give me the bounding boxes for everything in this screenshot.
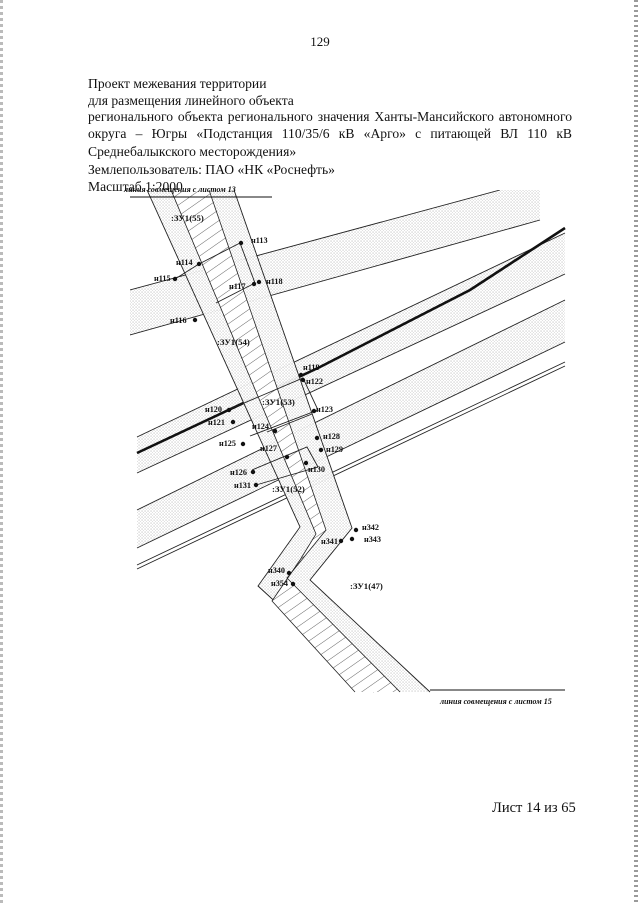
svg-text:н119: н119	[303, 363, 320, 372]
point-n341	[338, 538, 344, 544]
svg-text:н343: н343	[364, 535, 381, 544]
svg-text:н342: н342	[362, 523, 379, 532]
point-n129	[318, 447, 324, 453]
survey-points	[172, 240, 359, 587]
point-n121	[230, 419, 236, 425]
point-n128	[314, 435, 320, 441]
svg-text:н117: н117	[229, 282, 246, 291]
svg-text:н126: н126	[230, 468, 247, 477]
svg-text:н114: н114	[176, 258, 193, 267]
point-n127	[284, 454, 290, 460]
point-n119	[298, 372, 304, 378]
scan-edge-left	[0, 0, 3, 905]
point-n343	[349, 536, 355, 542]
title-line-3: регионального объекта регионального знач…	[88, 109, 572, 124]
double-line-road	[136, 361, 566, 570]
point-n113	[238, 240, 244, 246]
point-n114	[196, 261, 202, 267]
plot-label-zu1-54: :ЗУ1(54)	[217, 337, 250, 347]
svg-text:н340: н340	[268, 566, 285, 575]
svg-text:н120: н120	[205, 405, 222, 414]
sheet-counter: Лист 14 из 65	[492, 800, 576, 816]
dotted-band-middle	[136, 232, 566, 474]
point-n118	[256, 279, 262, 285]
point-n130	[303, 460, 309, 466]
title-line-5: Среднебалыкского месторождения»	[88, 144, 297, 159]
svg-text:н128: н128	[323, 432, 340, 441]
svg-text:н122: н122	[306, 377, 323, 386]
point-n115	[172, 276, 178, 282]
hatched-plot-zu1	[170, 190, 401, 693]
svg-text:н123: н123	[316, 405, 333, 414]
plot-label-zu1-52: :ЗУ1(52)	[272, 484, 305, 494]
scan-edge-right	[634, 0, 638, 905]
point-n122	[300, 377, 306, 383]
survey-point-labels: н113 н114 н115 н116 н117 н118 н119 н120 …	[154, 236, 381, 588]
title-line-4: округа – Югры «Подстанция 110/35/6 кВ «А…	[88, 126, 572, 141]
point-n131	[253, 482, 259, 488]
svg-text:н129: н129	[326, 445, 343, 454]
point-n117	[251, 281, 257, 287]
plot-label-zu1-47: :ЗУ1(47)	[350, 581, 383, 591]
plot-label-zu1-55: :ЗУ1(55)	[171, 213, 204, 223]
svg-text:н341: н341	[321, 537, 338, 546]
point-n354	[290, 581, 296, 587]
point-n342	[353, 527, 359, 533]
point-n120	[226, 407, 232, 413]
seam-label-bottom: линия совмещения с листом 15	[439, 697, 552, 706]
point-n123	[311, 408, 317, 414]
point-n124	[272, 428, 278, 434]
point-n126	[250, 469, 256, 475]
page-number: 129	[310, 34, 330, 49]
point-n125	[240, 441, 246, 447]
point-n340	[286, 570, 292, 576]
land-user: Землепользователь: ПАО «НК «Роснефть»	[88, 162, 335, 177]
svg-text:н118: н118	[266, 277, 283, 286]
point-n116	[192, 317, 198, 323]
title-line-1: Проект межевания территории	[88, 76, 267, 91]
svg-text:н354: н354	[271, 579, 288, 588]
title-line-2: для размещения линейного объекта	[88, 93, 294, 108]
svg-text:н130: н130	[308, 465, 325, 474]
svg-text:н125: н125	[219, 439, 236, 448]
svg-text:н121: н121	[208, 418, 225, 427]
svg-text:н124: н124	[252, 422, 269, 431]
svg-text:н127: н127	[260, 444, 277, 453]
plot-label-zu1-53: :ЗУ1(53)	[262, 397, 295, 407]
svg-text:н113: н113	[251, 236, 268, 245]
svg-text:н131: н131	[234, 481, 251, 490]
svg-text:н115: н115	[154, 274, 171, 283]
seam-label-top: линия совмещения с листом 13	[123, 185, 236, 194]
svg-text:н116: н116	[170, 316, 187, 325]
dotted-band-lower	[136, 299, 566, 549]
